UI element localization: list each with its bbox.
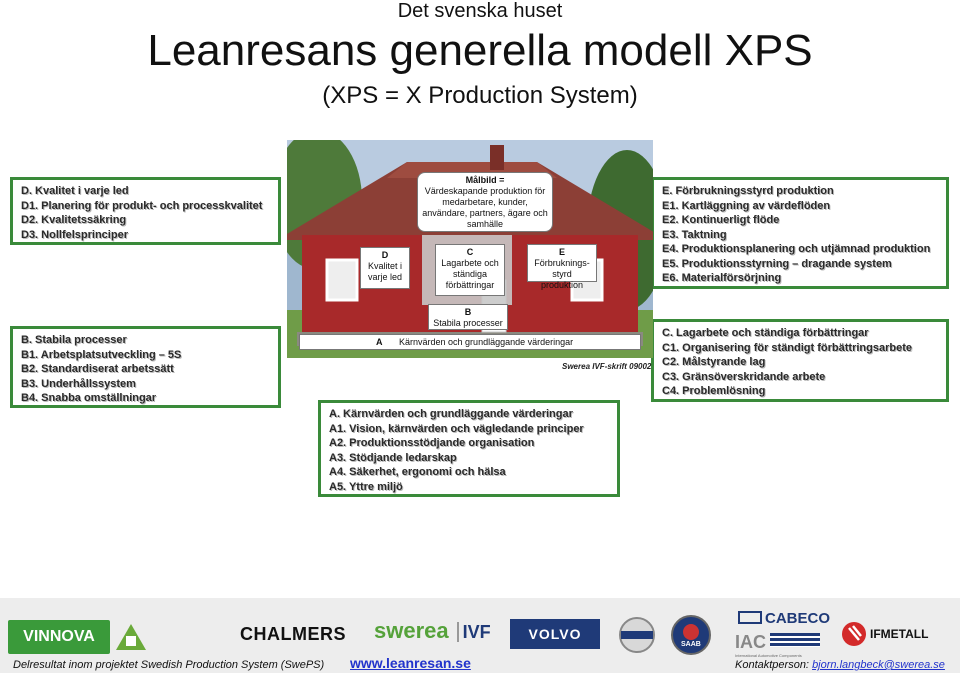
box-c: C. Lagarbete och ständiga förbättringar … (651, 319, 949, 402)
house-label-d-letter: D (381, 250, 389, 260)
swerea-logo-text: swerea (374, 618, 449, 643)
box-e-title: E. Förbrukningsstyrd produktion (662, 185, 834, 197)
box-d-title: D. Kvalitet i varje led (21, 185, 129, 197)
box-c-title: C. Lagarbete och ständiga förbättringar (662, 327, 869, 339)
box-b-item: B4. Snabba omställningar (21, 392, 157, 404)
goal-label: Målbild = Värdeskapande produktion för m… (417, 172, 553, 232)
cabeco-logo-text: CABECO (765, 610, 831, 627)
iac-subtitle: International Automotive Components (735, 653, 802, 658)
goal-text: Värdeskapande produktion för medarbetare… (422, 186, 548, 229)
box-e-item: E4. Produktionsplanering och utjämnad pr… (662, 243, 931, 255)
box-d-item: D2. Kvalitetssäkring (21, 214, 127, 226)
box-c-item: C4. Problemlösning (662, 385, 766, 397)
box-c-item: C2. Målstyrande lag (662, 356, 766, 368)
saab-logo-text: SAAB (681, 641, 701, 648)
footer-contact-label: Kontaktperson: (735, 659, 813, 671)
box-b-title: B. Stabila processer (21, 334, 127, 346)
kicker-text: Det svenska huset (397, 0, 563, 22)
house-label-b-letter: B (464, 307, 472, 317)
house-label-b-text: Stabila processer (433, 318, 503, 328)
volvo-logo: VOLVO (510, 619, 600, 649)
box-a-item: A3. Stödjande ledarskap (329, 451, 457, 464)
box-c-item: C1. Organisering för ständigt förbättrin… (662, 341, 912, 354)
footer-contact: Kontaktperson: bjorn.langbeck@swerea.se (735, 659, 945, 671)
box-a-item: A2. Produktionsstödjande organisation (329, 437, 535, 449)
house-label-c: C Lagarbete och ständiga förbättringar (435, 244, 505, 296)
chalmers-logo: CHALMERS (240, 624, 346, 644)
image-credit: Swerea IVF-skrift 09002 (562, 362, 652, 371)
box-b: B. Stabila processer B1. Arbetsplatsutve… (10, 326, 281, 408)
box-e-item: E6. Materialförsörjning (662, 272, 782, 284)
goal-title: Målbild = (465, 175, 505, 185)
house-label-b: B Stabila processer (428, 304, 508, 330)
box-d-item: D1. Planering för produkt- och processkv… (21, 199, 263, 212)
box-a: A. Kärnvärden och grundläggande värderin… (318, 400, 620, 497)
box-c-item: C3. Gränsöverskridande arbete (662, 370, 826, 383)
box-e-item: E5. Produktionsstyrning – dragande syste… (662, 257, 892, 270)
house-label-d-text: Kvalitet i varje led (367, 261, 403, 282)
ivf-logo-text: IVF (456, 622, 491, 642)
page-title: Leanresans generella modell XPS (147, 26, 813, 75)
ifmetall-emblem-icon (842, 622, 866, 646)
cabeco-logo: CABECO (738, 610, 830, 627)
swerea-logo: swerea IVF (374, 618, 491, 644)
iac-logo-text: IAC (735, 632, 766, 652)
box-e: E. Förbrukningsstyrd produktion E1. Kart… (651, 177, 949, 289)
footer-url-link[interactable]: www.leanresan.se (350, 655, 471, 671)
footer-contact-email-link[interactable]: bjorn.langbeck@swerea.se (812, 659, 945, 671)
house-label-c-text: Lagarbete och ständiga förbättringar (441, 258, 499, 290)
box-b-item: B2. Standardiserat arbetssätt (21, 363, 174, 375)
house-label-e: E Förbruknings-styrd produktion (527, 244, 597, 290)
footer-project-text: Delresultat inom projektet Swedish Produ… (13, 659, 325, 671)
house-label-d: D Kvalitet i varje led (360, 247, 410, 289)
page-subtitle: (XPS = X Production System) (322, 82, 638, 109)
box-a-title: A. Kärnvärden och grundläggande värderin… (329, 408, 573, 420)
house-illustration: Målbild = Värdeskapande produktion för m… (287, 140, 653, 358)
box-a-item: A4. Säkerhet, ergonomi och hälsa (329, 466, 506, 478)
iac-logo: IAC International Automotive Components (735, 632, 827, 658)
box-d: D. Kvalitet i varje led D1. Planering fö… (10, 177, 281, 245)
box-a-item: A5. Yttre miljö (329, 480, 403, 493)
house-label-a-letter: A (376, 337, 383, 347)
box-b-item: B3. Underhållssystem (21, 377, 136, 390)
cabeco-emblem-icon (738, 611, 762, 624)
box-e-item: E3. Taktning (662, 228, 727, 241)
box-b-item: B1. Arbetsplatsutveckling – 5S (21, 348, 182, 361)
volvo-emblem-icon (619, 617, 655, 653)
box-e-item: E1. Kartläggning av värdeflöden (662, 199, 831, 212)
vinnova-emblem-icon (116, 624, 146, 650)
box-d-item: D3. Nollfelsprinciper (21, 228, 128, 241)
saab-emblem-icon (671, 615, 711, 655)
house-label-c-letter: C (466, 247, 474, 257)
house-label-e-letter: E (558, 247, 565, 257)
vinnova-logo-text: VINNOVA (23, 628, 95, 645)
house-label-e-text: Förbruknings-styrd produktion (534, 258, 590, 290)
iac-stripes-icon (770, 633, 821, 647)
house-label-a: A Kärnvärden och grundläggande värdering… (299, 334, 641, 350)
ifmetall-logo-text: IFMETALL (870, 627, 929, 641)
house-label-a-text: Kärnvärden och grundläggande värderingar (399, 337, 574, 347)
box-e-item: E2. Kontinuerligt flöde (662, 214, 780, 226)
box-a-item: A1. Vision, kärnvärden och vägledande pr… (329, 422, 584, 435)
vinnova-logo: VINNOVA (8, 620, 110, 654)
